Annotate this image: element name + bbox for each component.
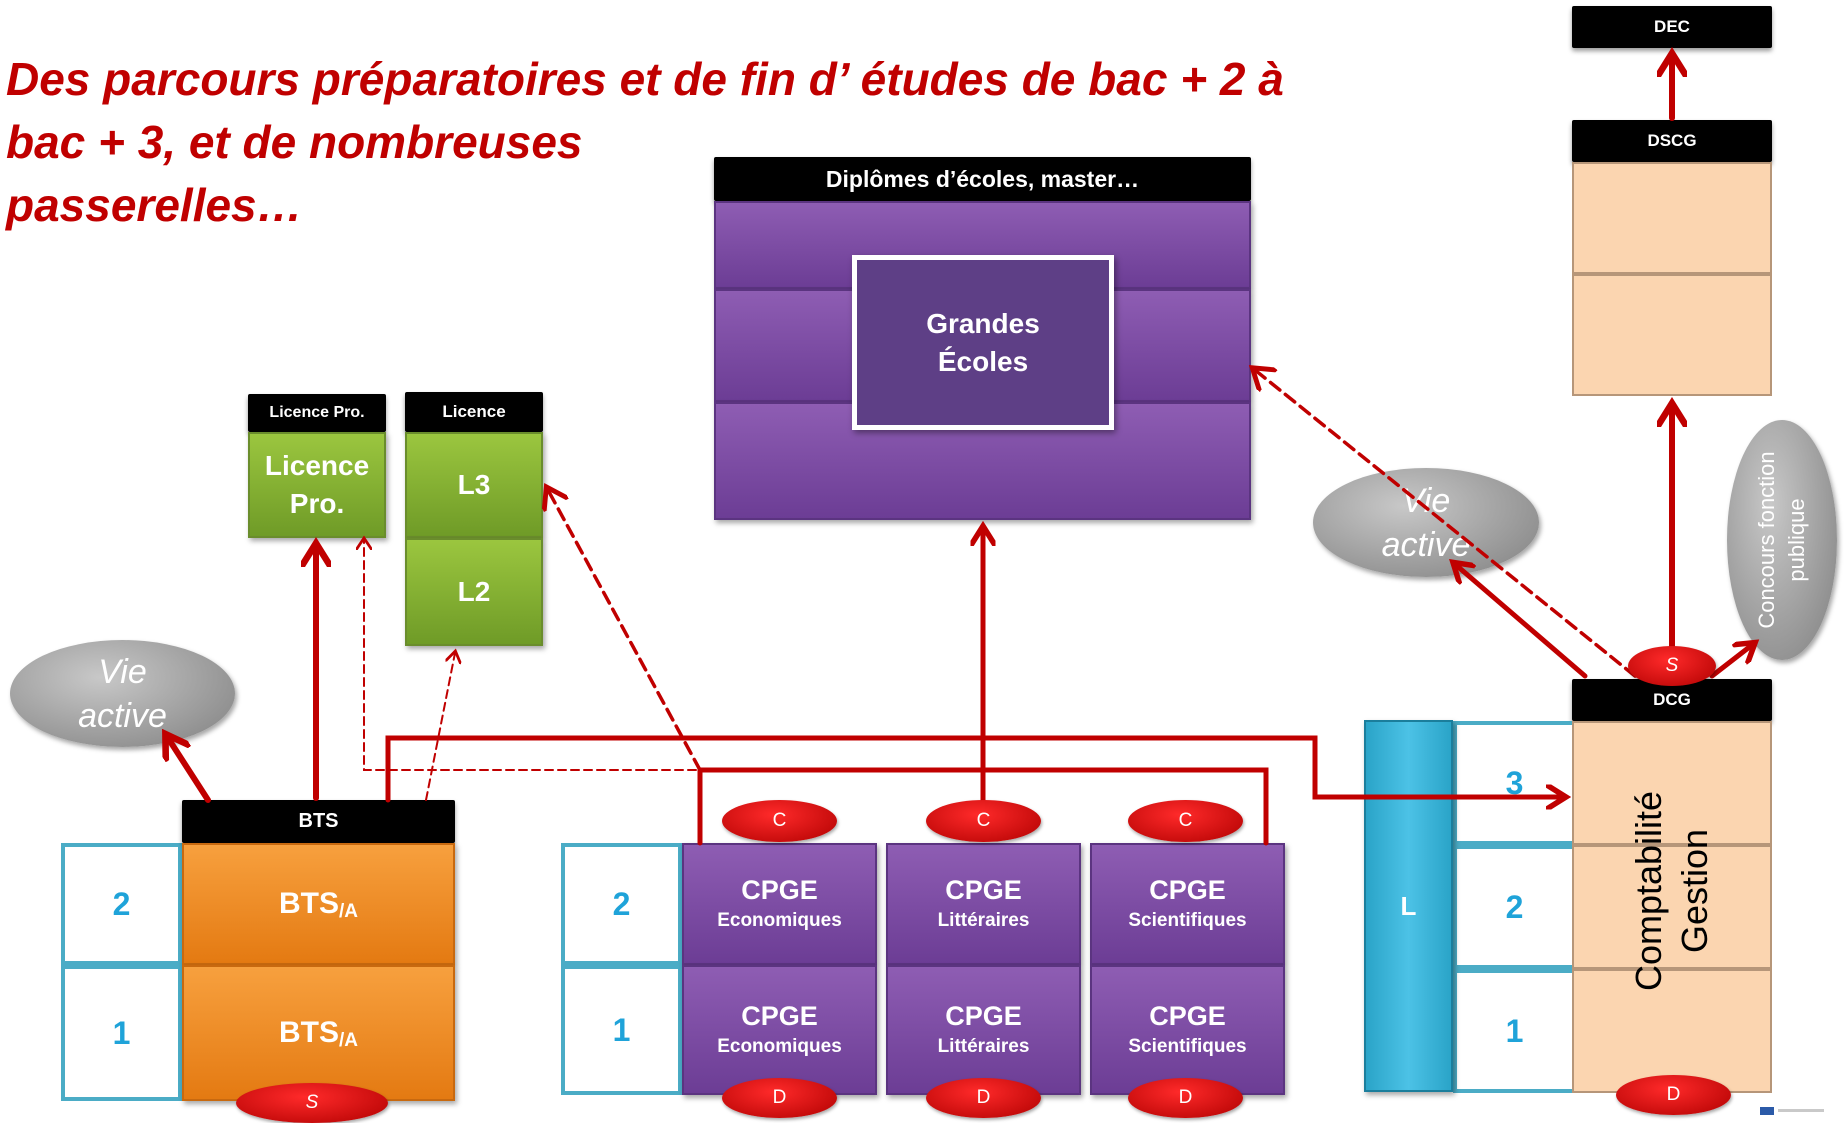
bts-year-label-1: 1: [61, 965, 182, 1101]
vie-active-oval-right: Vie active: [1313, 468, 1539, 577]
concours-oval: Concours fonction publique: [1727, 420, 1837, 660]
page-title: Des parcours préparatoires et de fin d’ …: [6, 48, 1306, 237]
cpge-litteraires-1: CPGE Littéraires: [886, 965, 1081, 1095]
marker-s-bts: S: [236, 1083, 388, 1123]
title-line-2: bac + 3, et de nombreuses: [6, 116, 583, 168]
cpge-litteraires-2: CPGE Littéraires: [886, 843, 1081, 965]
dscg-header: DSCG: [1572, 120, 1772, 162]
footer-logo: [1760, 1105, 1830, 1117]
arrow-dashed-l2: [425, 653, 455, 801]
marker-s-dcg: S: [1628, 646, 1716, 686]
diplomes-header: Diplômes d’écoles, master…: [714, 157, 1251, 201]
cpge-scientifiques-2: CPGE Scientifiques: [1090, 843, 1285, 965]
grandes-ecoles-line2: Écoles: [937, 345, 1029, 377]
arrow-dcg-grandes-ecoles: [1255, 370, 1637, 678]
marker-d-dcg: D: [1616, 1075, 1731, 1115]
marker-c-economiques: C: [722, 800, 837, 842]
arrow-dcg-vie-active: [1456, 565, 1588, 679]
licence-pro-header: Licence Pro.: [248, 394, 386, 432]
cpge-economiques-1: CPGE Economiques: [682, 965, 877, 1095]
arrow-dcg-concours: [1709, 645, 1752, 679]
licence-l-bar: L: [1364, 720, 1453, 1092]
dcg-year-1: [1572, 969, 1772, 1093]
bts-year-label-2: 2: [61, 843, 182, 965]
dec-header: DEC: [1572, 6, 1772, 48]
bts-header: BTS: [182, 800, 455, 843]
dcg-year-2: [1572, 845, 1772, 969]
dscg-year-2: [1572, 274, 1772, 396]
licence-pro-block: Licence Pro.: [248, 432, 386, 538]
title-line-3: passerelles…: [6, 179, 303, 231]
marker-d-litteraires: D: [926, 1078, 1041, 1118]
dcg-year-label-2: 2: [1453, 845, 1572, 969]
title-line-1: Des parcours préparatoires et de fin d’ …: [6, 53, 1284, 105]
arrow-bts-vie-active: [168, 738, 211, 803]
vie-active-oval-left: Vie active: [10, 640, 235, 747]
dcg-year-label-1: 1: [1453, 969, 1572, 1093]
dcg-year-label-3: 3: [1453, 721, 1572, 845]
licence-header: Licence: [405, 392, 543, 432]
arrow-dashed-licence-pro: [364, 540, 931, 771]
dscg-year-1: [1572, 162, 1772, 274]
marker-c-litteraires: C: [926, 800, 1041, 842]
grandes-ecoles-line1: Grandes: [926, 307, 1040, 339]
marker-d-scientifiques: D: [1128, 1078, 1243, 1118]
bts-year-2-block: BTS/A: [182, 843, 455, 965]
cpge-year-label-1: 1: [561, 965, 682, 1095]
cpge-year-label-2: 2: [561, 843, 682, 965]
dcg-header: DCG: [1572, 679, 1772, 721]
marker-d-economiques: D: [722, 1078, 837, 1118]
grandes-ecoles-box: Grandes Écoles: [852, 255, 1114, 430]
bts-year-1-block: BTS/A: [182, 965, 455, 1101]
cpge-bracket: [697, 767, 1269, 846]
dcg-year-3: [1572, 721, 1772, 845]
arrow-cpge-l3: [548, 490, 702, 772]
l2-block: L2: [405, 538, 543, 646]
marker-c-scientifiques: C: [1128, 800, 1243, 842]
arrow-bts-dcg: [385, 735, 1562, 800]
cpge-economiques-2: CPGE Economiques: [682, 843, 877, 965]
